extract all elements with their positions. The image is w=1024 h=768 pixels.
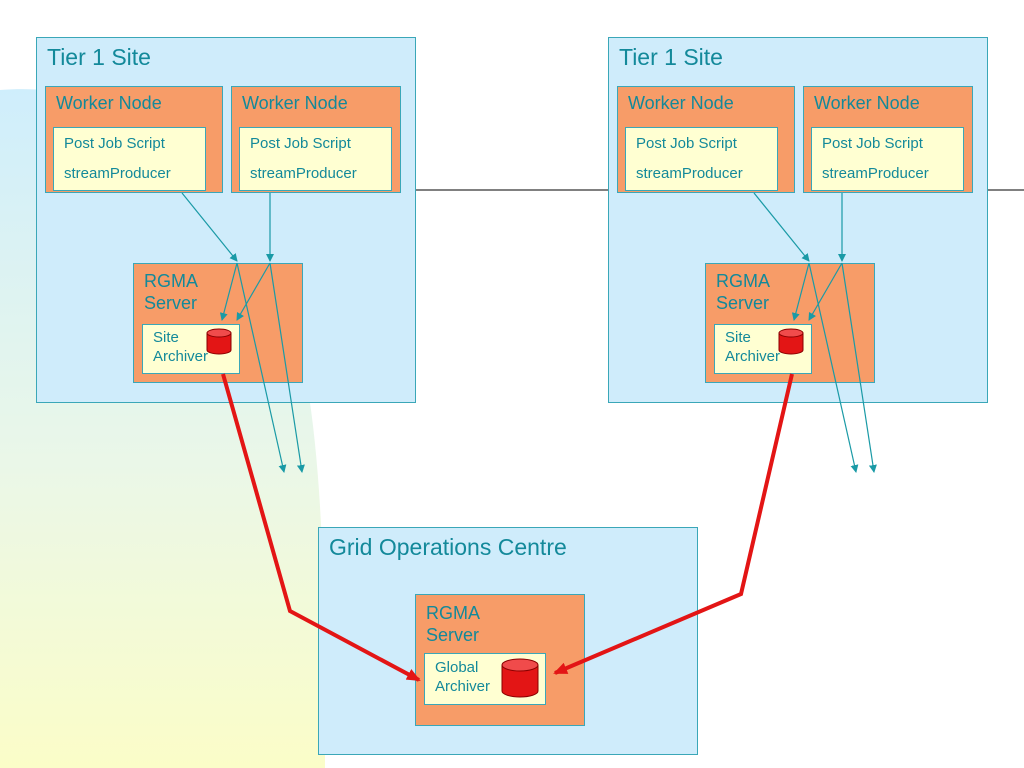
site-archiver-label-2: Archiver	[725, 348, 781, 365]
database-icon	[778, 328, 804, 355]
global-archiver-box: Global Archiver	[424, 653, 546, 705]
stream-producer-label: streamProducer	[250, 165, 357, 182]
global-archiver-label-2: Archiver	[435, 678, 491, 695]
rgma-server: RGMA Server Site Archiver	[705, 263, 875, 383]
site-title: Tier 1 Site	[47, 44, 151, 70]
job-script-box: Post Job Script streamProducer	[239, 127, 392, 191]
post-job-script-label: Post Job Script	[64, 135, 165, 152]
rgma-server: RGMA Server Global Archiver	[415, 594, 585, 726]
rgma-server-label-1: RGMA	[144, 271, 198, 291]
worker-node-title: Worker Node	[814, 93, 920, 113]
job-script-box: Post Job Script streamProducer	[811, 127, 964, 191]
site-archiver-label-1: Site	[153, 329, 179, 346]
stream-producer-label: streamProducer	[64, 165, 171, 182]
post-job-script-label: Post Job Script	[822, 135, 923, 152]
tier1-site-left: Tier 1 Site Worker Node Post Job Script …	[36, 37, 416, 403]
database-icon	[501, 658, 539, 698]
stream-producer-label: streamProducer	[822, 165, 929, 182]
rgma-server-label-2: Server	[144, 293, 198, 313]
tier1-site-right: Tier 1 Site Worker Node Post Job Script …	[608, 37, 988, 403]
worker-node: Worker Node Post Job Script streamProduc…	[617, 86, 795, 193]
worker-node-title: Worker Node	[56, 93, 162, 113]
worker-node: Worker Node Post Job Script streamProduc…	[231, 86, 401, 193]
job-script-box: Post Job Script streamProducer	[625, 127, 778, 191]
site-archiver-box: Site Archiver	[142, 324, 240, 374]
worker-node: Worker Node Post Job Script streamProduc…	[803, 86, 973, 193]
site-archiver-label-2: Archiver	[153, 348, 209, 365]
stream-producer-label: streamProducer	[636, 165, 743, 182]
rgma-server: RGMA Server Site Archiver	[133, 263, 303, 383]
rgma-server-label-2: Server	[426, 625, 480, 645]
rgma-server-label-1: RGMA	[716, 271, 770, 291]
job-script-box: Post Job Script streamProducer	[53, 127, 206, 191]
goc-title: Grid Operations Centre	[329, 534, 567, 560]
worker-node-title: Worker Node	[242, 93, 348, 113]
site-archiver-label-1: Site	[725, 329, 751, 346]
site-archiver-box: Site Archiver	[714, 324, 812, 374]
global-archiver-label-1: Global	[435, 659, 479, 676]
post-job-script-label: Post Job Script	[250, 135, 351, 152]
worker-node: Worker Node Post Job Script streamProduc…	[45, 86, 223, 193]
worker-node-title: Worker Node	[628, 93, 734, 113]
site-title: Tier 1 Site	[619, 44, 723, 70]
rgma-server-label-1: RGMA	[426, 603, 480, 623]
post-job-script-label: Post Job Script	[636, 135, 737, 152]
database-icon	[206, 328, 232, 355]
grid-operations-centre: Grid Operations Centre RGMA Server Globa…	[318, 527, 698, 755]
rgma-server-label-2: Server	[716, 293, 770, 313]
